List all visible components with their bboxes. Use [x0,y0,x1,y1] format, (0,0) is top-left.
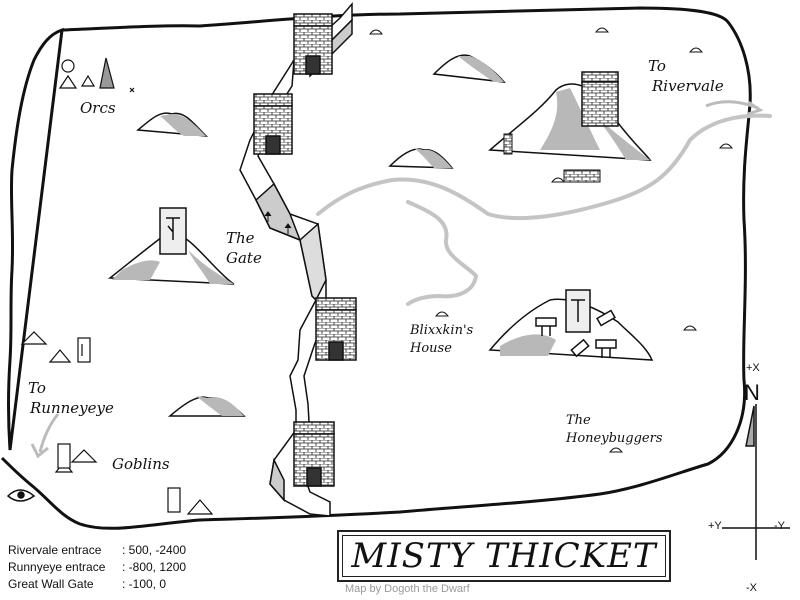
coordinate-value: : -800, 1200 [122,560,187,574]
wall-towers [253,13,619,487]
compass-plus-x: +X [746,362,760,374]
coordinate-value: : 500, -2400 [122,543,187,557]
compass-north: N [744,380,760,405]
camps [20,57,214,515]
label-the-gate-line1: The [226,229,255,247]
label-goblins: Goblins [112,455,170,473]
label-to-rivervale-line1: To [648,57,666,75]
standing-stones [159,207,617,358]
map-title-box: MISTY THICKET [337,530,671,582]
coordinate-row: Great Wall Gate : -100, 0 [8,576,186,593]
compass-minus-x: -X [746,582,757,594]
mountains [107,54,654,417]
compass-plus-y: +Y [708,520,722,532]
label-blixxkins-line2: House [410,341,452,356]
gate-arrows [264,211,292,234]
label-the-gate-line2: Gate [226,249,262,267]
label-to-runnyeye-line1: To [28,379,46,397]
eye-icon [6,489,36,502]
map-title: MISTY THICKET [351,536,657,576]
compass-rose [722,404,790,560]
thicket-border [0,6,752,530]
huts [368,27,734,453]
compass-minus-y: -Y [774,520,785,532]
coordinate-name: Great Wall Gate [8,577,94,591]
label-to-rivervale-line2: Rivervale [652,77,724,95]
road-network [316,113,772,306]
coordinate-name: Rivervale entrace [8,543,102,557]
rivervale-arrow [705,100,764,116]
label-blixxkins-line1: Blixxkin's [410,323,474,338]
map-credit: Map by Dogoth the Dwarf [345,583,470,595]
ruins [503,133,601,183]
coordinate-value: : -100, 0 [122,577,167,591]
coordinate-row: Runnyeye entrace : -800, 1200 [8,559,186,576]
label-orcs: Orcs [80,99,116,117]
runnyeye-arrow [30,413,60,459]
label-honeybuggers-line2: Honeybuggers [566,431,663,446]
label-to-runnyeye-line2: Runneyeye [30,399,114,417]
coordinates-legend: Rivervale entrace : 500, -2400 Runnyeye e… [8,542,186,593]
label-honeybuggers-line1: The [566,413,591,428]
coordinate-row: Rivervale entrace : 500, -2400 [8,542,186,559]
coordinate-name: Runnyeye entrace [8,560,106,574]
